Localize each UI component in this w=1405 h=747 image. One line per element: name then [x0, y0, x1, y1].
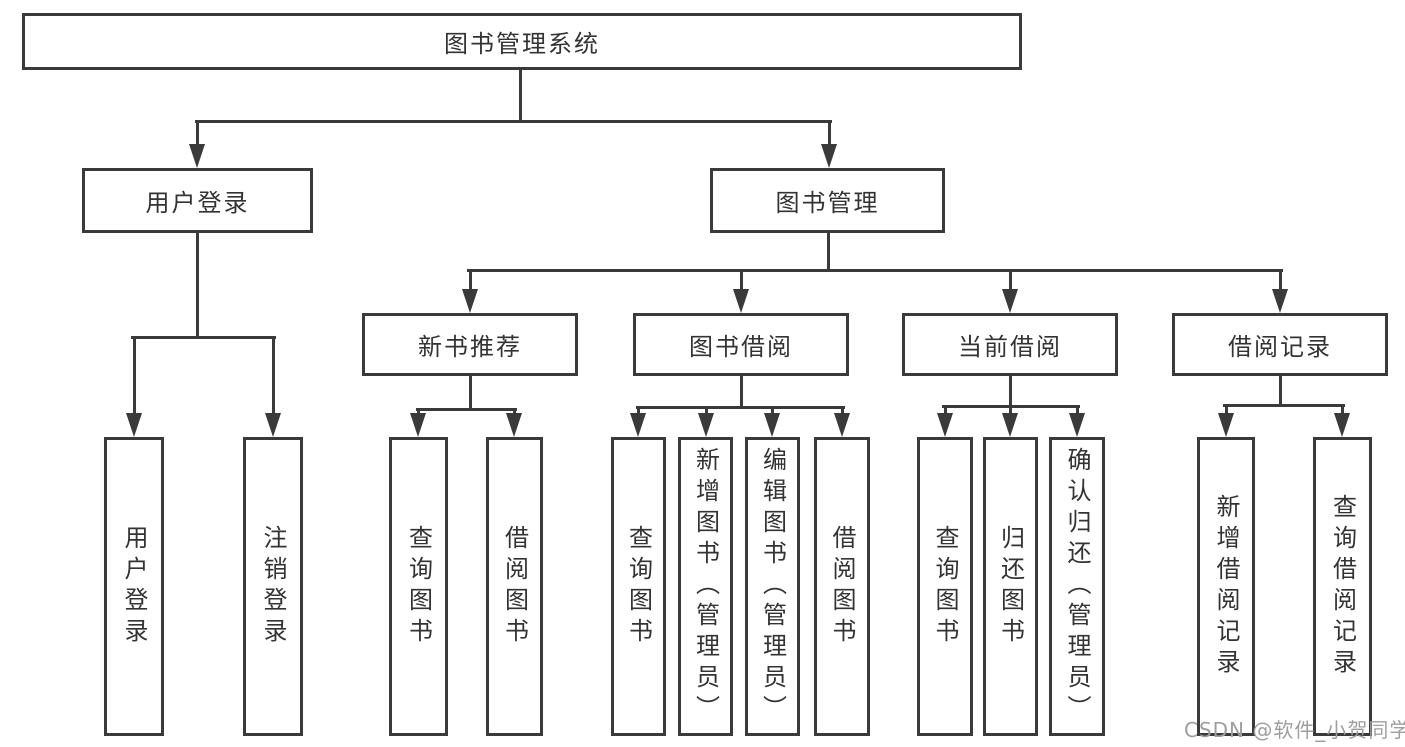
connector-arrow-line — [1279, 269, 1282, 295]
node-label: 图书管理系统 — [444, 30, 600, 58]
leaf-borrow-books-borrowing: 借阅图书 — [814, 437, 870, 736]
connector-stem-line — [1009, 376, 1012, 408]
leaf-query-books-recommendation: 查询图书 — [389, 437, 448, 736]
arrowhead-down-icon — [821, 144, 837, 168]
connector-rail-line — [195, 120, 832, 123]
leaf-edit-book-admin: 编辑图书（管理员） — [745, 437, 800, 736]
node-label: 借阅图书 — [828, 524, 856, 649]
arrowhead-down-icon — [1069, 413, 1085, 437]
node-label: 新增借阅记录 — [1212, 493, 1240, 680]
connector-arrow-line — [1341, 404, 1344, 419]
arrowhead-down-icon — [834, 413, 850, 437]
arrowhead-down-icon — [410, 413, 426, 437]
node-label: 查询图书 — [404, 524, 433, 649]
connector-arrow-line — [272, 336, 275, 419]
node-new-book-recommendation: 新书推荐 — [362, 313, 578, 376]
node-borrowing-records: 借阅记录 — [1172, 313, 1388, 376]
arrowhead-down-icon — [698, 413, 714, 437]
leaf-logout-login: 注销登录 — [243, 437, 303, 736]
node-label: 当前借阅 — [958, 333, 1062, 361]
connector-stem-line — [740, 376, 743, 409]
node-library-management-system: 图书管理系统 — [22, 13, 1022, 70]
leaf-query-books-current: 查询图书 — [917, 437, 973, 736]
node-current-borrowing: 当前借阅 — [902, 313, 1118, 376]
connector-arrow-line — [1009, 269, 1012, 295]
connector-arrow-line — [828, 120, 831, 150]
connector-stem-line — [196, 233, 199, 339]
node-label: 查询图书 — [931, 524, 959, 649]
node-label: 查询图书 — [624, 524, 653, 649]
node-user-login: 用户登录 — [82, 168, 313, 233]
node-label: 图书借阅 — [689, 333, 793, 361]
arrowhead-down-icon — [937, 413, 953, 437]
node-label: 借阅图书 — [500, 524, 529, 649]
arrowhead-down-icon — [733, 289, 749, 313]
connector-stem-line — [1279, 376, 1282, 407]
leaf-add-borrow-record: 新增借阅记录 — [1197, 437, 1255, 736]
connector-arrow-line — [196, 120, 199, 150]
connector-arrow-line — [740, 269, 743, 295]
connector-rail-line — [1223, 404, 1345, 407]
arrowhead-down-icon — [126, 413, 142, 437]
connector-arrow-line — [133, 336, 136, 419]
arrowhead-down-icon — [1334, 413, 1350, 437]
leaf-query-borrow-record: 查询借阅记录 — [1313, 437, 1372, 736]
connector-rail-line — [416, 408, 517, 411]
connector-rail-line — [467, 269, 1283, 272]
node-label: 借阅记录 — [1228, 333, 1332, 361]
node-label: 确认归还（管理员） — [1063, 447, 1091, 726]
arrowhead-down-icon — [189, 144, 205, 168]
node-label: 新增图书（管理员） — [691, 447, 720, 726]
arrowhead-down-icon — [1272, 289, 1288, 313]
leaf-add-book-admin: 新增图书（管理员） — [678, 437, 733, 736]
leaf-user-login: 用户登录 — [104, 437, 164, 736]
arrowhead-down-icon — [1218, 413, 1234, 437]
arrowhead-down-icon — [265, 413, 281, 437]
leaf-return-books: 归还图书 — [983, 437, 1038, 736]
leaf-query-books-borrowing: 查询图书 — [611, 437, 666, 736]
connector-rail-line — [636, 406, 845, 409]
arrowhead-down-icon — [630, 413, 646, 437]
connector-stem-line — [469, 376, 472, 411]
arrowhead-down-icon — [506, 413, 522, 437]
leaf-confirm-return-admin: 确认归还（管理员） — [1049, 437, 1105, 736]
connector-arrow-line — [1009, 405, 1012, 419]
node-label: 注销登录 — [259, 524, 287, 649]
node-label: 编辑图书（管理员） — [758, 447, 787, 726]
connector-arrow-line — [469, 269, 472, 295]
node-label: 归还图书 — [996, 524, 1025, 649]
node-label: 用户登录 — [120, 524, 148, 649]
node-label: 用户登录 — [145, 189, 250, 217]
leaf-borrow-books-recommendation: 借阅图书 — [486, 437, 543, 736]
csdn-watermark: CSDN @软件_小贺同学 — [1184, 718, 1405, 742]
connector-arrow-line — [944, 405, 947, 419]
node-book-management: 图书管理 — [710, 168, 945, 233]
connector-arrow-line — [705, 406, 708, 419]
arrowhead-down-icon — [1002, 289, 1018, 313]
connector-arrow-line — [1225, 404, 1228, 419]
connector-arrow-line — [771, 406, 774, 419]
node-label: 图书管理 — [775, 189, 880, 217]
node-book-borrowing: 图书借阅 — [633, 313, 849, 376]
node-label: 新书推荐 — [418, 333, 522, 361]
arrowhead-down-icon — [1002, 413, 1018, 437]
connector-stem-line — [519, 70, 522, 123]
connector-stem-line — [827, 233, 830, 272]
arrowhead-down-icon — [764, 413, 780, 437]
connector-arrow-line — [1076, 405, 1079, 419]
connector-arrow-line — [637, 406, 640, 419]
arrowhead-down-icon — [462, 289, 478, 313]
node-label: 查询借阅记录 — [1328, 493, 1357, 680]
connector-rail-line — [131, 336, 276, 339]
connector-arrow-line — [841, 406, 844, 419]
